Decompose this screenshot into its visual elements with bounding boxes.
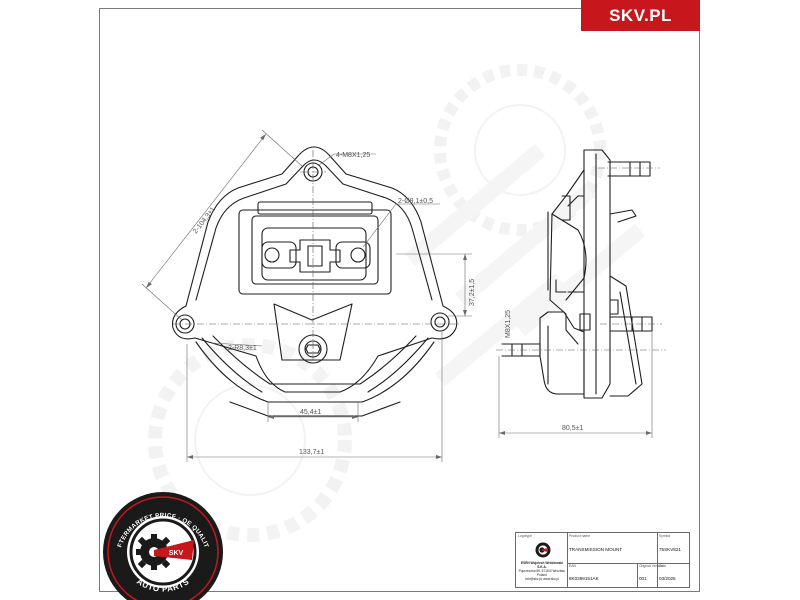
tb-logo-label: Logotype xyxy=(518,534,532,538)
tb-ean-label: EAN xyxy=(569,564,576,568)
drawing-frame xyxy=(99,8,700,592)
tb-version-cell: Original Version 001 xyxy=(637,563,663,588)
tb-company-address: ESEN Wojciech Wróblewski S.K.A. Poprzecz… xyxy=(518,561,566,581)
tb-ean-value: 8K0399151AK xyxy=(569,576,599,581)
side-dim-texts: 80,5±1 M8X1,25 xyxy=(505,310,583,432)
watermark xyxy=(148,64,646,542)
dim-inner-width: 45,4±1 xyxy=(300,409,321,416)
side-dimensions xyxy=(498,331,653,438)
front-dim-arrows xyxy=(146,134,467,459)
tb-version-value: 001 xyxy=(639,576,647,581)
tb-date-value: 03/2025 xyxy=(659,576,676,581)
tb-date-label: Date xyxy=(659,564,667,568)
brand-badge: SKV.PL xyxy=(581,0,700,31)
title-block: Logotype ESEN Wojciech Wróblewski S.K.A.… xyxy=(515,532,690,588)
tb-divider xyxy=(567,533,568,588)
tb-company-line2: Poprzeczna 69, 57-800 Wrocław, Poland xyxy=(518,569,566,577)
seal-ring-text-top: AFTERMARKET PRICE · OE QUALITY xyxy=(0,0,210,549)
dim-hole-dia: 2-Ø9,1±0,5 xyxy=(398,198,433,205)
dim-side-thread: M8X1,25 xyxy=(505,310,512,338)
front-dimensions xyxy=(141,129,472,462)
side-centerlines xyxy=(496,167,666,351)
tb-date-cell: Date 03/2025 xyxy=(657,563,690,588)
tb-version-label: Original Version xyxy=(639,564,663,568)
tb-divider xyxy=(637,563,638,588)
tb-symbol-cell: Symbol 75SKV821 xyxy=(657,533,690,563)
seal-flag xyxy=(154,540,194,560)
tb-product-value: TRANSMISSION MOUNT xyxy=(569,547,623,552)
tb-divider xyxy=(657,533,658,588)
tb-mini-logo xyxy=(535,542,551,558)
dim-diag-length: 2-104,3±1 xyxy=(192,206,217,235)
dim-radius: 2-R8,3±1 xyxy=(228,345,257,352)
side-dim-arrows xyxy=(499,431,652,435)
front-centerlines xyxy=(173,150,460,360)
tb-company-line3: info@skv.pl; www.skv.pl xyxy=(525,577,559,581)
dim-total-width: 133,7±1 xyxy=(299,449,324,456)
auto-parts-seal: AFTERMARKET PRICE · OE QUALITY AUTO PART… xyxy=(0,0,223,600)
tb-symbol-value: 75SKV821 xyxy=(659,547,681,552)
tb-divider xyxy=(567,563,690,564)
seal-center-text: SKV xyxy=(169,550,184,557)
tb-symbol-label: Symbol xyxy=(659,534,671,538)
tb-ean-cell: EAN 8K0399151AK xyxy=(567,563,637,588)
tb-company-line1: ESEN Wojciech Wróblewski S.K.A. xyxy=(520,561,564,569)
dim-side-width: 80,5±1 xyxy=(562,425,583,432)
dim-height-right: 37,2±1,5 xyxy=(469,279,476,306)
dim-thread-top: 4-M8X1,25 xyxy=(336,152,370,159)
front-view xyxy=(171,146,458,417)
tb-product-label: Product name xyxy=(569,534,591,538)
tb-product-cell: Product name TRANSMISSION MOUNT xyxy=(567,533,657,563)
